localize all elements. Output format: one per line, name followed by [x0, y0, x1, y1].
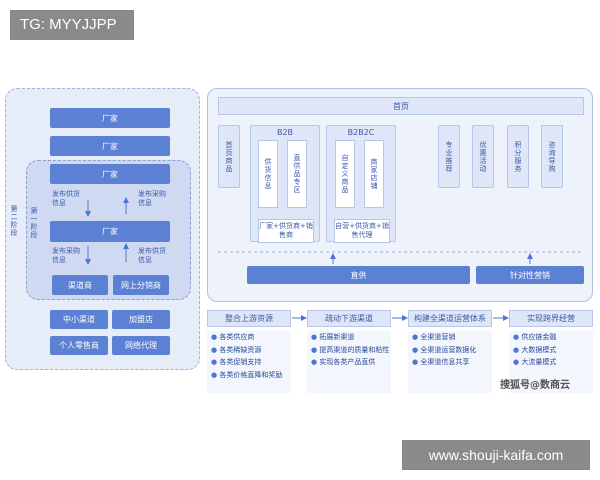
online-dist-box: 网上分销商 [113, 275, 169, 295]
b2b-zone: 直供品专区 [287, 140, 307, 208]
channel-box: 渠道商 [52, 275, 108, 295]
home-products-col [218, 125, 240, 188]
list-item: ● 各类价格直降和奖励 [211, 370, 283, 379]
bullet-icon: ● [211, 370, 218, 379]
list-item: ● 各类稀缺资源 [211, 345, 262, 354]
consult-guide-label: 咨询导购 [548, 140, 556, 173]
step-1: 整合上游资源 [207, 310, 291, 327]
direct-supply-bar: 直供 [247, 266, 470, 284]
list-col-2: ● 拓展新渠道 ● 提高渠道的质量和粘性 ● 实现各类产品直供 [307, 331, 391, 393]
custom-products: 自定义商品 [335, 140, 355, 208]
consult-guide-col [541, 125, 563, 188]
b2b-footer: 厂家+供货商+销售商 [258, 219, 314, 243]
network-agent-box: 网络代理 [112, 336, 170, 355]
watermark: 搜狐号@数商云 [500, 380, 570, 391]
b2b2c-title: B2B2C [347, 128, 375, 137]
list-item: ● 全渠道营销 [412, 333, 456, 341]
points-service-label: 积分服务 [514, 140, 522, 173]
stage1-label: 第一阶段 [30, 207, 38, 239]
home-bar: 首页 [218, 97, 584, 115]
factory-box-1: 厂家 [50, 108, 170, 128]
list-item: ● 大数据模式 [513, 345, 557, 354]
sme-channel-box: 中小渠道 [50, 310, 108, 329]
bullet-icon: ● [412, 333, 419, 341]
stage2-label: 第二阶段 [10, 205, 18, 237]
list-item: ● 各类供应商 [211, 333, 255, 341]
factory-center-box: 厂家 [50, 221, 170, 242]
bullet-icon: ● [513, 333, 520, 341]
bullet-icon: ● [311, 358, 318, 366]
promotion-col [472, 125, 494, 188]
pro-recommend-label: 专业推荐 [445, 140, 453, 173]
publish-supply-top: 发布供货信息 [52, 190, 80, 207]
b2b-supply-info: 供货信息 [258, 140, 278, 208]
bullet-icon: ● [412, 345, 419, 354]
list-item: ● 供应链金融 [513, 333, 557, 341]
bullet-icon: ● [513, 345, 520, 354]
retail-box: 个人零售商 [50, 336, 108, 355]
bullet-icon: ● [211, 345, 218, 354]
list-item: ● 提高渠道的质量和粘性 [311, 345, 390, 354]
factory-box-2: 厂家 [50, 136, 170, 156]
points-service-col [507, 125, 529, 188]
list-col-1: ● 各类供应商 ● 各类稀缺资源 ● 各类促销支持 ● 各类价格直降和奖励 [207, 331, 291, 393]
publish-purchase-top: 发布采购信息 [138, 190, 166, 207]
list-item: ● 拓展新渠道 [311, 333, 355, 341]
bullet-icon: ● [311, 333, 318, 341]
home-products-label: 首页商品 [225, 140, 233, 173]
merchant-store: 商家店铺 [364, 140, 384, 208]
bullet-icon: ● [311, 345, 318, 354]
list-col-3: ● 全渠道营销 ● 全渠道运营数据化 ● 全渠道信息共享 [408, 331, 492, 393]
list-item: ● 全渠道运营数据化 [412, 345, 477, 354]
step-3: 构建全渠道运营体系 [408, 310, 492, 327]
list-item: ● 大流量模式 [513, 358, 557, 366]
bullet-icon: ● [412, 358, 419, 366]
publish-supply-bottom: 发布供货信息 [138, 247, 166, 264]
list-item: ● 实现各类产品直供 [311, 358, 376, 366]
promotion-label: 优惠活动 [479, 140, 487, 173]
top-tag: TG: MYYJJPP [10, 10, 134, 40]
bullet-icon: ● [211, 358, 218, 366]
b2b-title: B2B [276, 128, 294, 137]
franchise-box: 加盟店 [112, 310, 170, 329]
targeted-marketing-bar: 针对性营销 [476, 266, 584, 284]
list-item: ● 各类促销支持 [211, 358, 262, 366]
factory-box-3: 厂家 [50, 164, 170, 184]
publish-purchase-bottom: 发布采购信息 [52, 247, 80, 264]
bullet-icon: ● [211, 333, 218, 341]
step-4: 实现跨界经营 [509, 310, 593, 327]
bullet-icon: ● [513, 358, 520, 366]
b2b2c-footer: 自营+供货商+销售代理 [334, 219, 390, 243]
step-2: 疏动下游渠道 [307, 310, 391, 327]
pro-recommend-col [438, 125, 460, 188]
list-item: ● 全渠道信息共享 [412, 358, 470, 366]
bottom-tag: www.shouji-kaifa.com [402, 440, 590, 470]
list-col-4: ● 供应链金融 ● 大数据模式 ● 大流量模式 [509, 331, 593, 393]
